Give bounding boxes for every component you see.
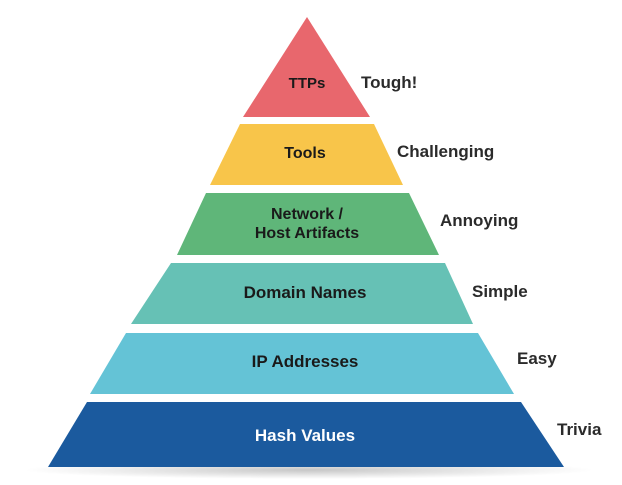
tier-domain-names-shape xyxy=(131,263,473,324)
difficulty-label-tools: Challenging xyxy=(397,142,495,161)
tier-hash-values-shape xyxy=(48,402,564,467)
tier-tools-shape xyxy=(210,124,403,185)
difficulty-label-hash-values: Trivia xyxy=(557,420,602,439)
difficulty-label-ttps: Tough! xyxy=(361,73,418,92)
tier-ip-addresses-shape xyxy=(90,333,514,394)
tier-network-artifacts-shape xyxy=(177,193,439,255)
difficulty-label-network-artifacts: Annoying xyxy=(440,211,519,230)
difficulty-label-ip-addresses: Easy xyxy=(517,349,557,368)
difficulty-label-domain-names: Simple xyxy=(472,282,528,301)
tier-ttps-shape xyxy=(243,17,370,117)
